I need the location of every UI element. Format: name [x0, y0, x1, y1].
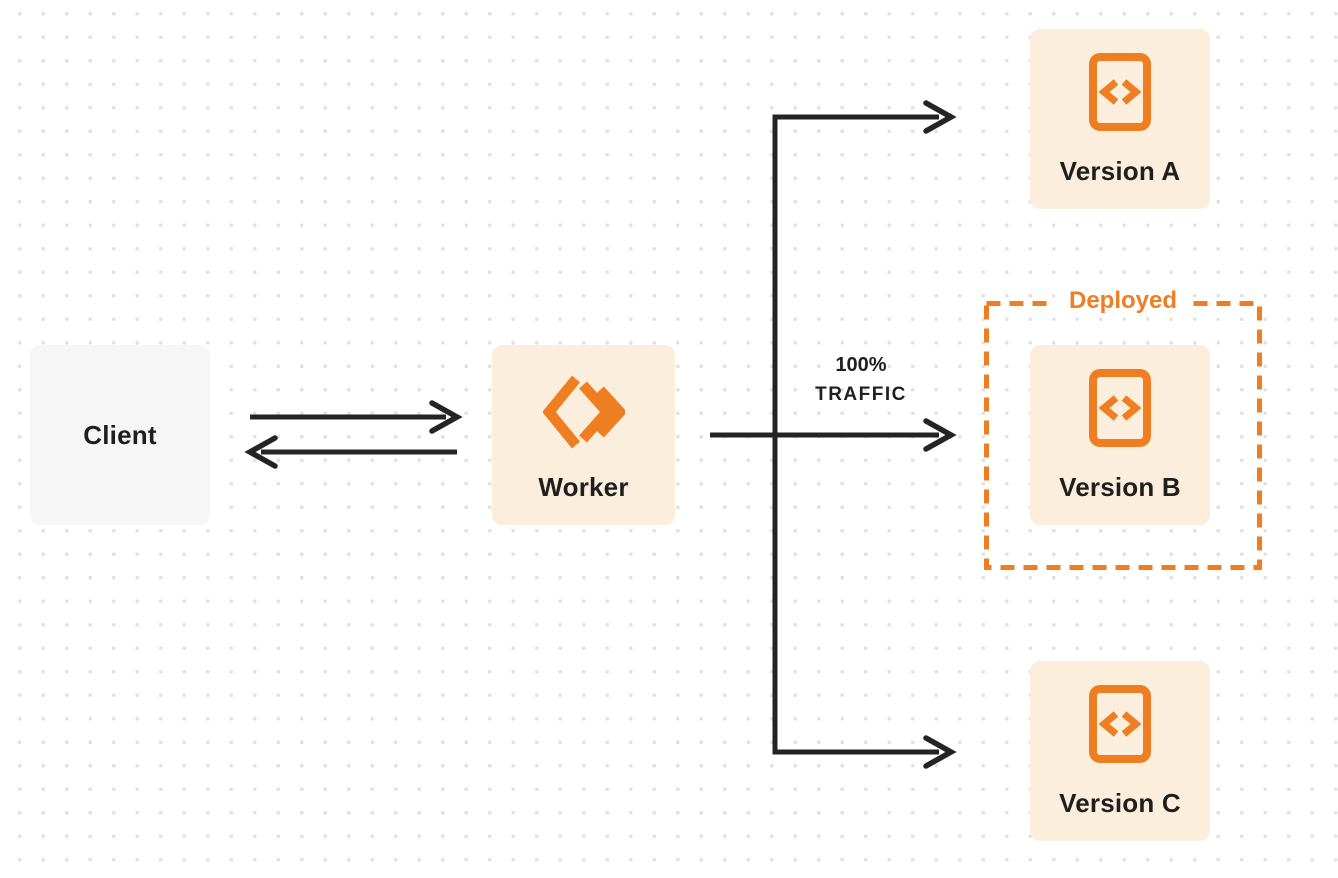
- version-b-label: Version B: [1059, 472, 1181, 502]
- deployed-label: Deployed: [1054, 287, 1192, 315]
- traffic-percent-text: 100%: [835, 354, 887, 376]
- to-version-a-arrowhead-icon: [923, 100, 957, 134]
- worker-to-client-arrowhead-icon: [244, 435, 278, 469]
- version-c-label: Version C: [1059, 788, 1181, 818]
- code-file-icon: [1089, 369, 1151, 447]
- version-a-node: Version A: [1030, 29, 1210, 209]
- code-file-icon: [1089, 685, 1151, 763]
- version-a-label: Version A: [1059, 156, 1181, 186]
- worker-node: Worker: [492, 345, 675, 525]
- branch-rail-line: [772, 114, 939, 755]
- traffic-word-text: TRAFFIC: [815, 384, 907, 405]
- workers-logo-icon: [542, 375, 625, 449]
- traffic-annotation: 100% TRAFFIC: [775, 351, 947, 411]
- to-version-c-arrowhead-icon: [923, 735, 957, 769]
- worker-label: Worker: [538, 472, 629, 502]
- client-to-worker-arrowhead-icon: [429, 400, 463, 434]
- deployed-frame: Deployed: [984, 287, 1262, 570]
- code-file-icon: [1089, 53, 1151, 131]
- version-c-node: Version C: [1030, 661, 1210, 841]
- client-node: Client: [30, 345, 210, 525]
- client-label: Client: [83, 419, 157, 450]
- deployed-dashed-border: [984, 301, 1262, 570]
- to-version-b-arrowhead-icon: [923, 418, 957, 452]
- version-b-node: Version B: [1030, 345, 1210, 525]
